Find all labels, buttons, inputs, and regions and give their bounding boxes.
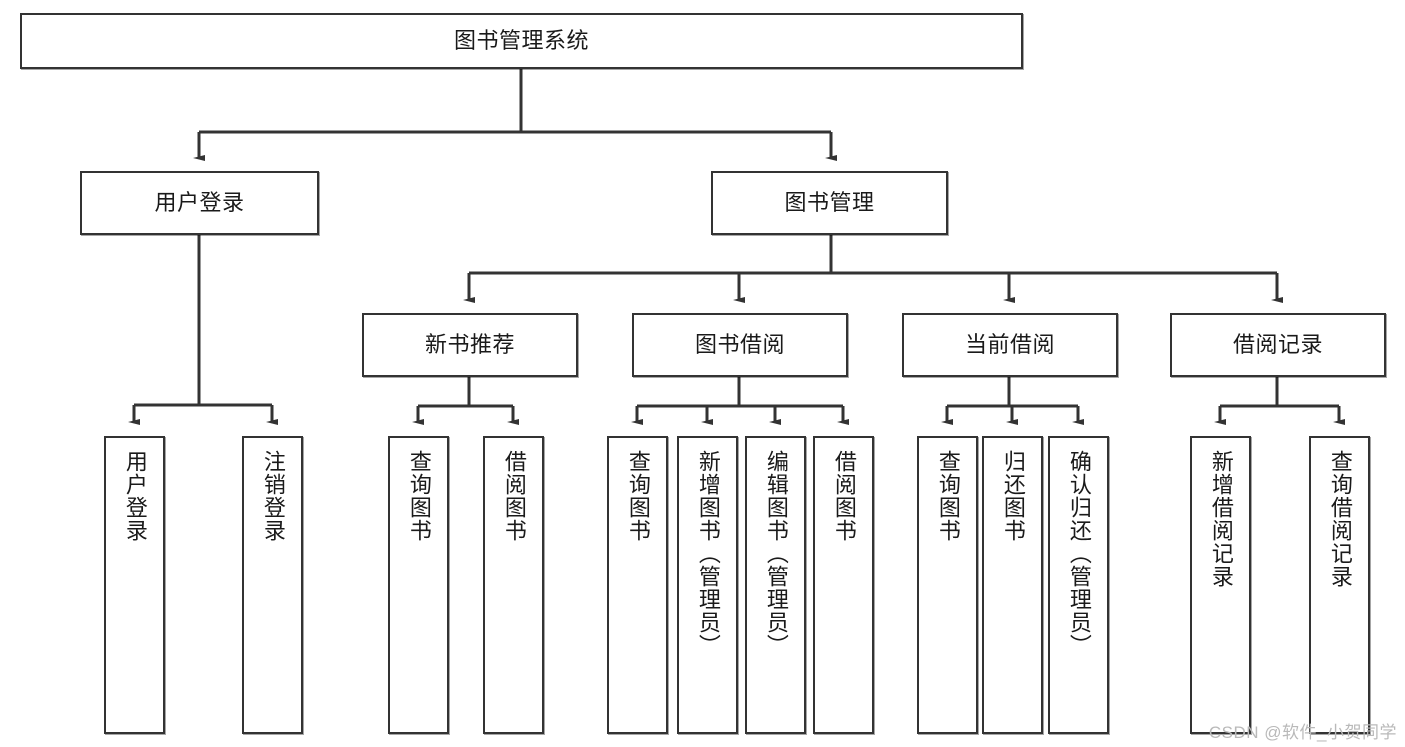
node-new-book-recommend-label: 新书推荐 [424,332,515,358]
leaf-label: 查询图书 [406,450,432,542]
leaf-current-query-book[interactable]: 查询图书 [917,436,978,734]
leaf-label: 编辑图书（管理员） [763,450,789,657]
leaf-label: 用户登录 [122,450,148,542]
node-user-login-label: 用户登录 [154,190,245,216]
leaf-label: 新增借阅记录 [1208,450,1234,588]
leaf-user-login-logout[interactable]: 注销登录 [242,436,303,734]
leaf-current-return-book[interactable]: 归还图书 [982,436,1043,734]
leaf-label: 借阅图书 [501,450,527,542]
leaf-label: 查询借阅记录 [1327,450,1353,588]
leaf-label: 查询图书 [625,450,651,542]
leaf-user-login-login[interactable]: 用户登录 [104,436,165,734]
leaf-record-add-record[interactable]: 新增借阅记录 [1190,436,1251,734]
node-root-label: 图书管理系统 [453,28,589,54]
leaf-label: 借阅图书 [831,450,857,542]
leaf-label: 归还图书 [1000,450,1026,542]
leaf-borrow-edit-book[interactable]: 编辑图书（管理员） [745,436,806,734]
node-book-borrow-label: 图书借阅 [694,332,785,358]
node-current-borrow-label: 当前借阅 [964,332,1055,358]
node-user-login[interactable]: 用户登录 [80,171,319,235]
node-root[interactable]: 图书管理系统 [20,13,1023,69]
node-borrow-record-label: 借阅记录 [1232,332,1323,358]
leaf-record-query-record[interactable]: 查询借阅记录 [1309,436,1370,734]
leaf-recommend-query-book[interactable]: 查询图书 [388,436,449,734]
node-book-borrow[interactable]: 图书借阅 [632,313,848,377]
leaf-borrow-query-book[interactable]: 查询图书 [607,436,668,734]
node-book-management[interactable]: 图书管理 [711,171,948,235]
leaf-label: 查询图书 [935,450,961,542]
leaf-recommend-borrow-book[interactable]: 借阅图书 [483,436,544,734]
leaf-label: 新增图书（管理员） [695,450,721,657]
leaf-borrow-add-book[interactable]: 新增图书（管理员） [677,436,738,734]
leaf-borrow-borrow-book[interactable]: 借阅图书 [813,436,874,734]
node-borrow-record[interactable]: 借阅记录 [1170,313,1386,377]
node-book-management-label: 图书管理 [784,190,875,216]
leaf-label: 确认归还（管理员） [1066,450,1092,657]
node-current-borrow[interactable]: 当前借阅 [902,313,1118,377]
node-new-book-recommend[interactable]: 新书推荐 [362,313,578,377]
leaf-current-confirm-return[interactable]: 确认归还（管理员） [1048,436,1109,734]
leaf-label: 注销登录 [260,450,286,542]
